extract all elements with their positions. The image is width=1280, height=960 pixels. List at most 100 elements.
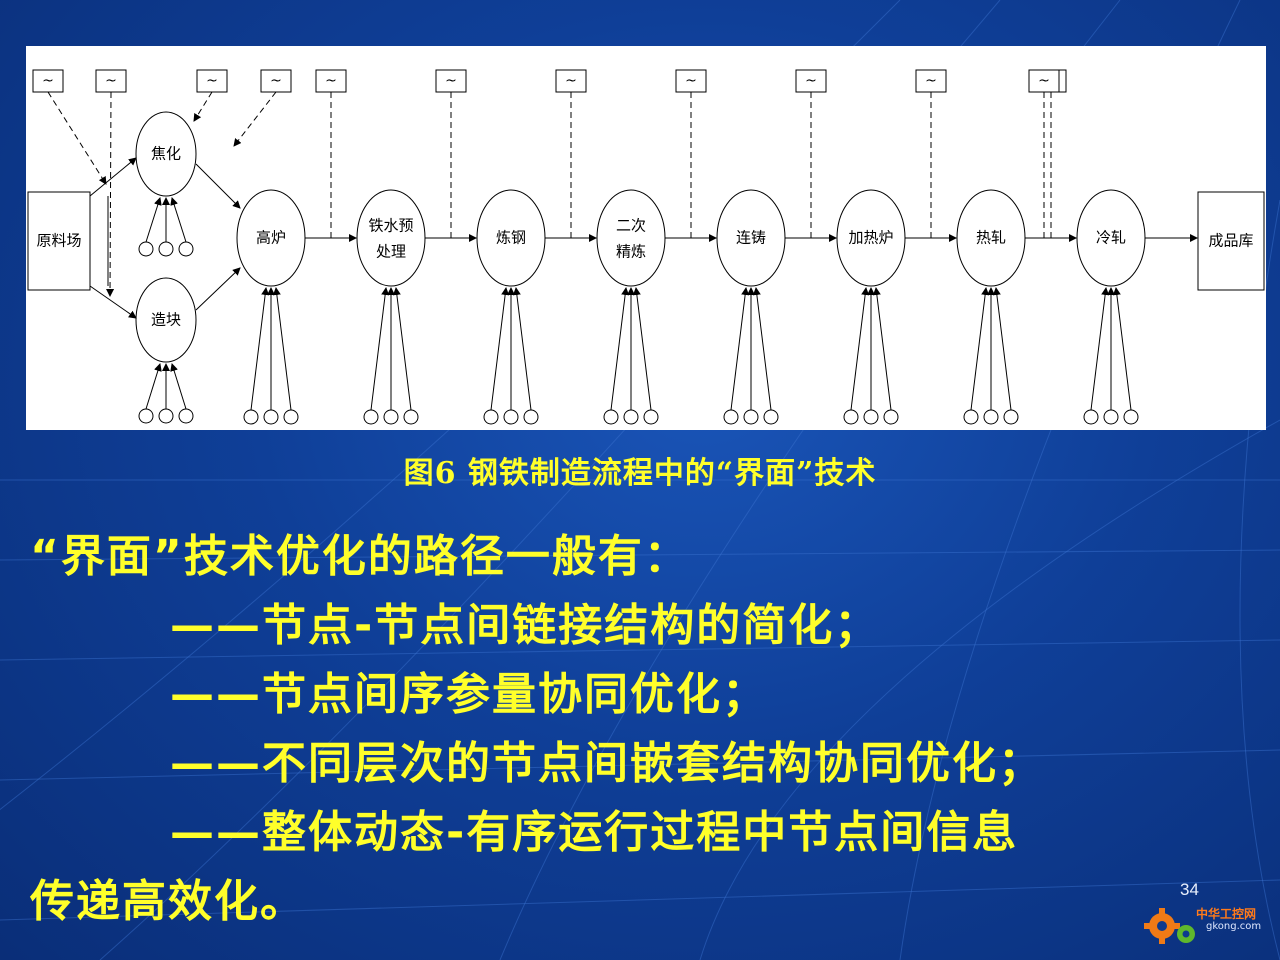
info-box-symbol: ~ (270, 73, 282, 89)
input-node (1123, 409, 1139, 425)
process-node-coking (135, 111, 197, 197)
page-number: 34 (1180, 880, 1199, 899)
logo-text-en: gkong.com (1206, 921, 1262, 932)
input-node (983, 409, 999, 425)
flow-arrow (89, 285, 137, 319)
gkong-logo (1144, 908, 1195, 944)
source-node-label: 原料场 (36, 232, 81, 250)
input-node (138, 408, 154, 424)
input-node (158, 408, 174, 424)
input-node (1083, 409, 1099, 425)
input-node (743, 409, 759, 425)
input-node (523, 409, 539, 425)
info-box-symbol: ~ (805, 73, 817, 89)
input-node (603, 409, 619, 425)
info-arrow (233, 91, 277, 147)
info-arrow (106, 91, 115, 297)
info-box-symbol: ~ (206, 73, 218, 89)
flow-arrow (195, 163, 241, 209)
process-node-sintering (135, 277, 197, 363)
process-node-label: 高炉 (256, 229, 286, 247)
input-node (138, 241, 154, 257)
input-node (243, 409, 259, 425)
input-node (503, 409, 519, 425)
process-node-label: 炼钢 (496, 229, 526, 247)
input-node (178, 241, 194, 257)
input-node (158, 241, 174, 257)
info-arrow (47, 91, 107, 185)
process-node-label: 加热炉 (848, 229, 893, 247)
info-box-symbol: ~ (42, 73, 54, 89)
sink-node-label: 成品库 (1208, 232, 1253, 250)
process-node-label: 二次 (616, 217, 646, 235)
input-arrow (1090, 287, 1110, 411)
input-node (763, 409, 779, 425)
input-arrow (512, 287, 532, 411)
input-node (1003, 409, 1019, 425)
list-item: ——节点间序参量协同优化； (170, 669, 768, 720)
input-arrow (752, 287, 772, 411)
input-arrow (850, 287, 870, 411)
process-node (596, 189, 666, 287)
input-node (483, 409, 499, 425)
input-node (643, 409, 659, 425)
input-arrow (992, 287, 1012, 411)
process-node-label: 铁水预 (368, 217, 413, 235)
input-node (883, 409, 899, 425)
info-box-symbol: ~ (565, 73, 577, 89)
input-arrow (610, 287, 630, 411)
input-arrow (392, 287, 412, 411)
process-node-label: 热轧 (976, 229, 1006, 247)
input-node (263, 409, 279, 425)
list-item: ——节点-节点间链接结构的简化； (170, 600, 881, 651)
info-box-symbol: ~ (105, 73, 117, 89)
list-item-continuation: 传递高效化。 (30, 876, 306, 927)
input-node (383, 409, 399, 425)
list-item: ——不同层次的节点间嵌套结构协同优化； (170, 738, 1044, 789)
info-box-symbol: ~ (1038, 73, 1050, 89)
input-arrow (145, 197, 162, 243)
input-node (843, 409, 859, 425)
figure-caption: 图6 钢铁制造流程中的“界面”技术 (403, 456, 877, 491)
input-arrow (250, 287, 270, 411)
input-arrow (632, 287, 652, 411)
input-node (1103, 409, 1119, 425)
body-text: “界面”技术优化的路径一般有： ——节点-节点间链接结构的简化； ——节点间序参… (30, 522, 1270, 936)
input-node (283, 409, 299, 425)
body-heading: “界面”技术优化的路径一般有： (30, 531, 690, 582)
info-box-symbol: ~ (445, 73, 457, 89)
input-arrow (145, 363, 162, 410)
info-box-symbol: ~ (685, 73, 697, 89)
input-arrow (730, 287, 750, 411)
input-node (403, 409, 419, 425)
list-item: ——整体动态-有序运行过程中节点间信息 (170, 807, 1019, 858)
input-node (723, 409, 739, 425)
sink-box (1197, 191, 1265, 291)
steel-process-flow-diagram: 原料场成品库焦化造块~~~~高炉铁水预处理~炼钢~二次精炼~连铸~加热炉~热轧~… (27, 69, 1265, 425)
process-node-label: 连铸 (736, 229, 766, 247)
process-node-label: 冷轧 (1096, 229, 1126, 247)
input-arrow (170, 363, 187, 410)
process-node-label: 造块 (151, 311, 181, 329)
input-arrow (170, 197, 187, 243)
info-arrow (193, 91, 213, 122)
input-node (178, 408, 194, 424)
input-arrow (970, 287, 990, 411)
input-arrow (872, 287, 892, 411)
flow-arrow (89, 157, 137, 197)
input-node (863, 409, 879, 425)
process-node-label: 精炼 (616, 243, 646, 261)
input-node (623, 409, 639, 425)
input-arrow (1112, 287, 1132, 411)
input-arrow (490, 287, 510, 411)
input-arrow (272, 287, 292, 411)
input-arrow (370, 287, 390, 411)
input-node (963, 409, 979, 425)
flow-diagram-panel: 原料场成品库焦化造块~~~~高炉铁水预处理~炼钢~二次精炼~连铸~加热炉~热轧~… (26, 46, 1266, 430)
flow-arrow (195, 267, 241, 311)
source-box (27, 191, 91, 291)
process-node (356, 189, 426, 287)
process-node-label: 处理 (376, 243, 406, 261)
input-node (363, 409, 379, 425)
process-node-label: 焦化 (151, 145, 181, 163)
